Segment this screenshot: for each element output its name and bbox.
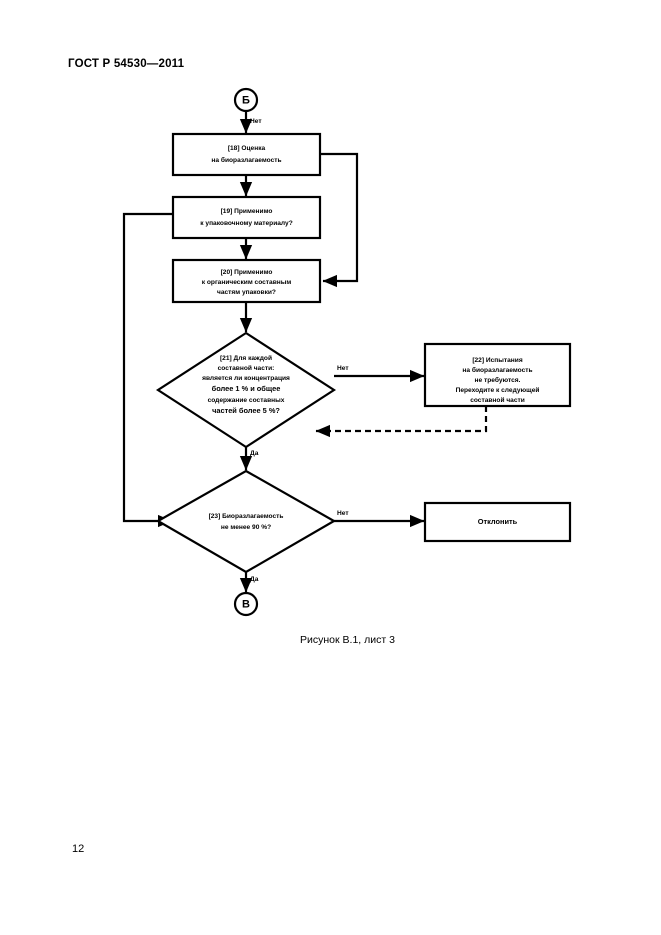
node-18-line-1: [18] Оценка [228,145,266,152]
edge-n19-to-n23 [122,212,173,528]
connector-v-circle [233,591,259,617]
node-20-line-1: [20] Применимо [221,269,273,276]
node-22-line-4: Переходите к следующей [456,386,540,394]
node-19-box [171,195,322,240]
node-19-line-1: [19] Применимо [221,208,273,215]
node-21-line-1: [21] Для каждой [220,354,272,362]
node-21-line-2: составной части: [218,364,275,372]
node-reject-label: Отклонить [478,517,518,526]
node-21-line-3: является ли концентрация [202,375,290,382]
node-20-line-3: частям упаковки? [217,289,276,296]
node-18-line-2: на биоразлагаемость [211,156,281,164]
figure-caption: Рисунок В.1, лист 3 [300,634,395,646]
edge-label-top-no: Нет [250,118,262,125]
node-18-box [171,132,322,177]
edge-label-n21-no: Нет [337,365,349,372]
connector-b-label: Б [242,94,250,106]
node-21-line-5: содержание составных [208,397,285,404]
node-22-line-2: на биоразлагаемость [462,366,532,374]
node-19-line-2: к упаковочному материалу? [200,220,292,227]
node-23-line-1: [23] Биоразлагаемость [209,513,284,520]
node-21-line-4: более 1 % и общее [212,384,281,393]
edge-label-n21-yes: Да [250,450,259,457]
node-22-line-5: составной части [470,396,525,404]
node-22-line-3: не требуются. [475,376,521,384]
standard-header: ГОСТ Р 54530—2011 [68,58,185,70]
connector-v-label: В [242,598,250,610]
node-23-diamond [155,469,337,574]
edge-label-n23-no: Нет [337,510,349,517]
node-22-line-1: [22] Испытания [472,357,523,364]
edge-label-n23-yes: Да [250,576,259,583]
node-20-box [171,258,322,304]
edge-n22-feedback-to-n21 [315,406,488,438]
edge-n18-to-n20 [320,152,359,288]
node-23-line-2: не менее 90 %? [221,524,271,531]
node-reject-box [423,501,572,543]
node-21-line-6: частей более 5 %? [212,406,280,415]
page-number: 12 [72,843,85,855]
node-22-box [423,342,572,408]
node-20-line-2: к органическим составным [202,279,292,286]
